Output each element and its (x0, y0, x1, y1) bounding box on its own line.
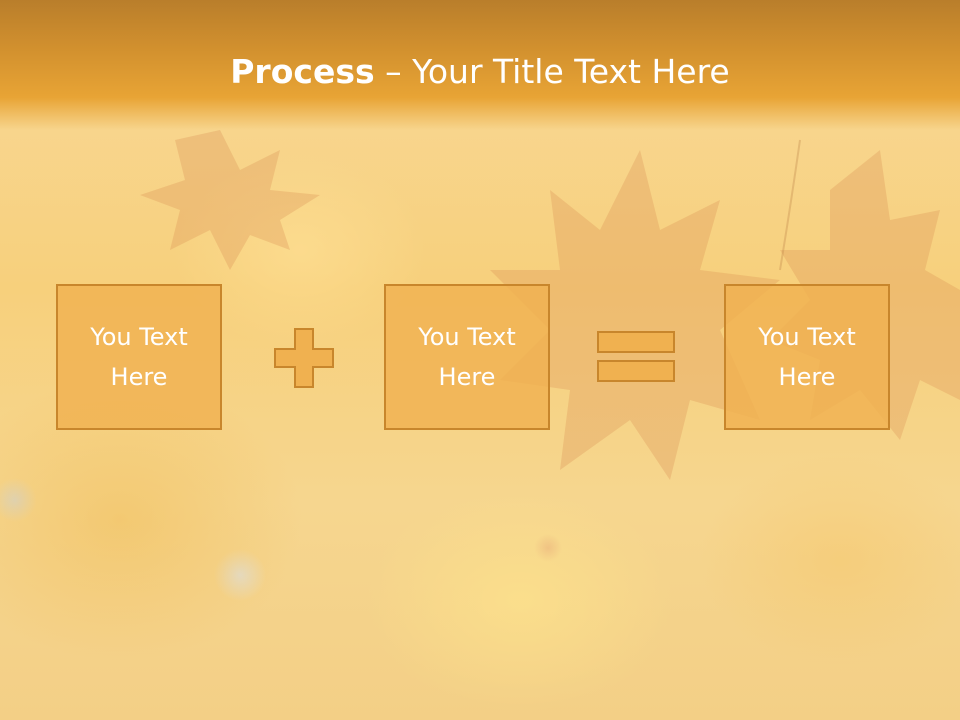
text-box-2[interactable]: You Text Here (384, 284, 550, 430)
plus-icon (274, 328, 334, 388)
equals-icon (597, 331, 675, 382)
title-bar (0, 0, 960, 130)
slide-title: Process – Your Title Text Here (0, 52, 960, 91)
text-box-3[interactable]: You Text Here (724, 284, 890, 430)
title-bold: Process (230, 52, 375, 91)
text-box-3-label: You Text Here (758, 323, 856, 391)
text-box-1-label: You Text Here (90, 323, 188, 391)
title-rest: – Your Title Text Here (374, 52, 730, 91)
text-box-1[interactable]: You Text Here (56, 284, 222, 430)
text-box-2-label: You Text Here (418, 323, 516, 391)
